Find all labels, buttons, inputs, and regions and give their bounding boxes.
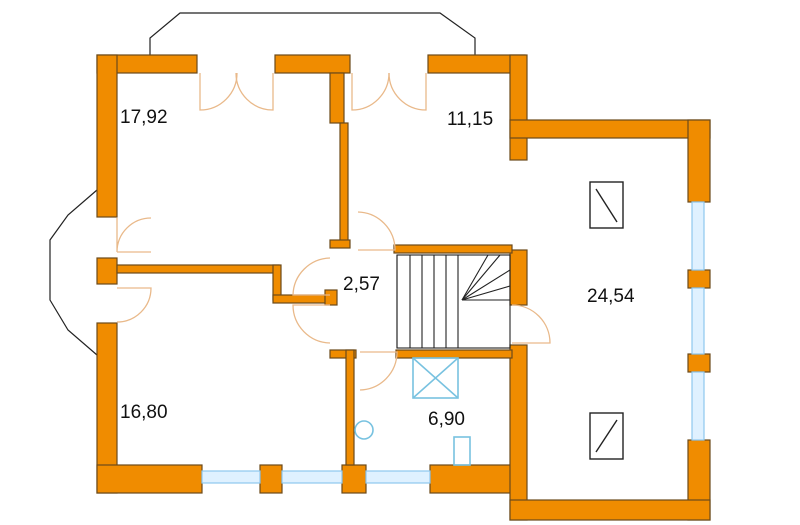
room-area-label: 2,57	[343, 274, 380, 295]
room-area-label: 6,90	[428, 409, 465, 430]
door	[292, 304, 331, 344]
top-balcony-outline	[149, 12, 476, 55]
window	[691, 201, 705, 271]
room-area-label: 17,92	[120, 107, 168, 128]
interior-walls	[116, 72, 513, 466]
door	[388, 72, 427, 111]
left-bay-outline	[49, 189, 98, 356]
doors	[116, 72, 551, 391]
door	[357, 211, 396, 251]
door	[116, 217, 152, 253]
window	[201, 470, 261, 484]
room-area-label: 16,80	[120, 402, 168, 423]
exterior-walls	[96, 54, 711, 521]
shower-tray	[412, 357, 459, 399]
door	[116, 287, 152, 323]
door	[359, 351, 398, 391]
toilet-icon	[453, 436, 471, 466]
window	[691, 371, 705, 441]
window	[365, 470, 431, 484]
door	[292, 257, 331, 296]
room-area-label: 24,54	[587, 286, 635, 307]
windows	[201, 201, 705, 484]
door	[199, 72, 238, 111]
window	[691, 287, 705, 355]
window	[281, 470, 343, 484]
staircase	[396, 254, 511, 349]
door	[511, 304, 551, 344]
door	[351, 72, 390, 111]
bathroom-fixtures	[354, 357, 471, 466]
door	[235, 72, 274, 111]
skylights	[589, 181, 624, 460]
room-area-label: 11,15	[447, 109, 493, 130]
sink-icon	[354, 420, 374, 440]
